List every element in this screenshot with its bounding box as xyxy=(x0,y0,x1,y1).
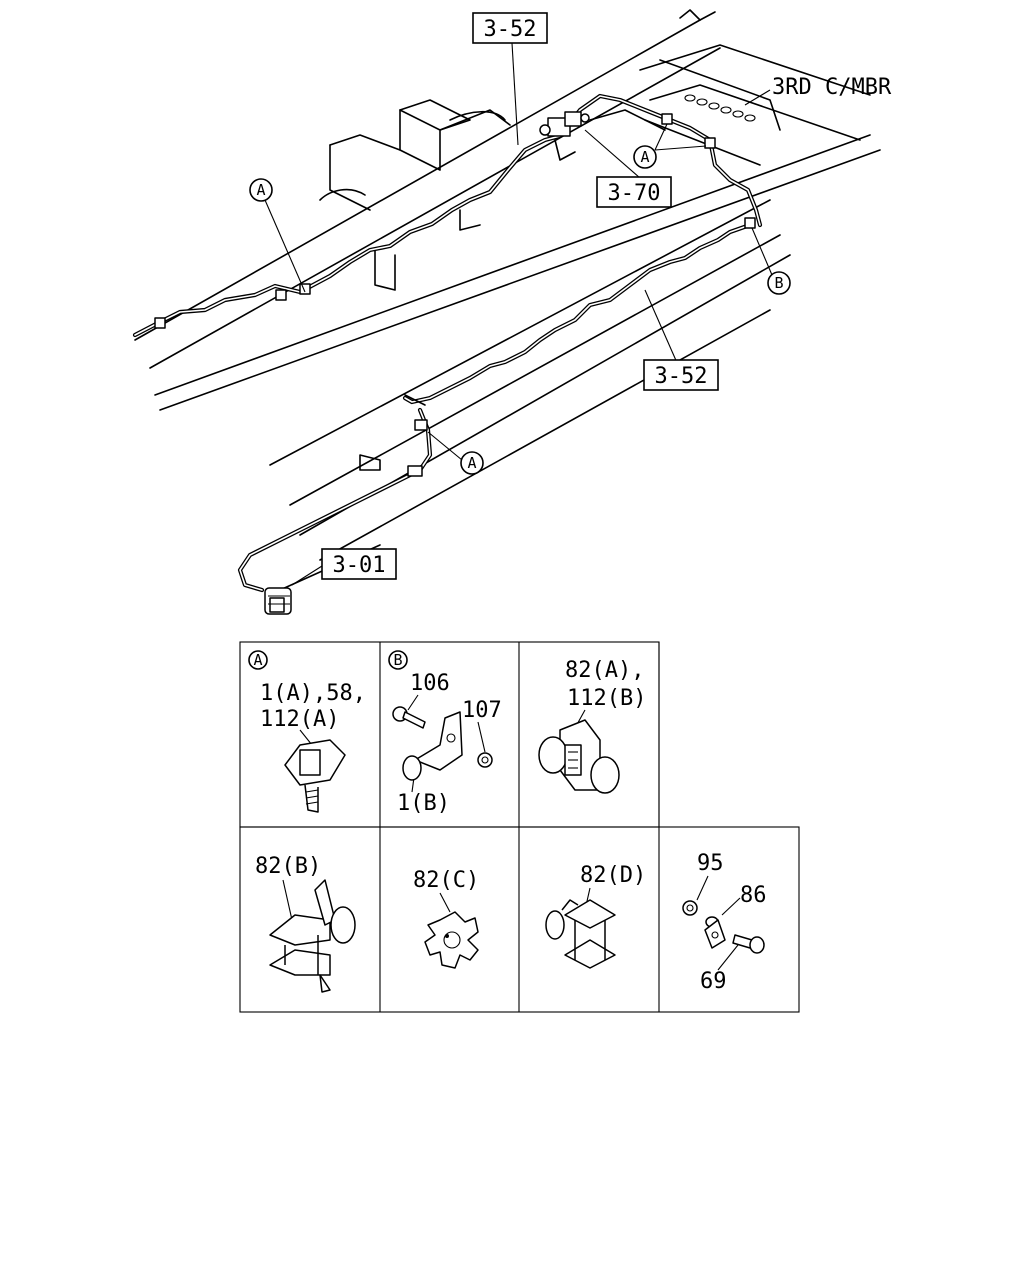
star-clip-icon xyxy=(424,911,479,969)
detail-panel-grid xyxy=(239,641,800,1013)
part-label: 112(B) xyxy=(567,686,646,711)
cross-member-holes xyxy=(684,94,756,122)
detail-panel-a: A 1(A),58, 112(A) xyxy=(248,650,366,813)
brake-pipe-upper xyxy=(132,93,763,338)
leader-lines xyxy=(264,42,773,586)
ref-box-3-52-bottom: 3-52 xyxy=(643,359,719,391)
callout-letter: A xyxy=(640,148,649,166)
callout-letter: A xyxy=(256,181,265,199)
member-label: 3RD C/MBR xyxy=(772,75,892,100)
callout-a-left: A xyxy=(249,178,273,202)
ref-label: 3-52 xyxy=(484,17,537,42)
detail-panel-hardware: 95 86 69 xyxy=(682,851,767,994)
part-label: 69 xyxy=(700,969,727,994)
part-label: 1(B) xyxy=(397,791,450,816)
callout-letter: A xyxy=(467,454,476,472)
part-label: 112(A) xyxy=(260,707,339,732)
frame-clip-icon xyxy=(269,879,356,993)
part-label: 82(D) xyxy=(580,863,646,888)
part-label: 82(A), xyxy=(565,658,644,683)
chassis-frame xyxy=(134,9,881,591)
bracket-bolt-icon xyxy=(392,706,493,781)
brake-hose-fitting xyxy=(264,587,292,615)
detail-panel-82d: 82(D) xyxy=(545,863,646,969)
ref-label: 3-01 xyxy=(333,553,386,578)
part-label: 82(B) xyxy=(255,854,321,879)
panel-tag: A xyxy=(253,651,262,669)
part-label: 1(A),58, xyxy=(260,681,366,706)
ref-box-3-70: 3-70 xyxy=(596,176,672,208)
part-label: 82(C) xyxy=(413,868,479,893)
tank-block xyxy=(319,99,511,291)
detail-panel-82b: 82(B) xyxy=(255,854,356,993)
callout-b: B xyxy=(767,271,791,295)
pipe-clips xyxy=(154,113,756,477)
ref-label: 3-52 xyxy=(655,364,708,389)
panel-tag: B xyxy=(393,651,402,669)
ref-box-3-01: 3-01 xyxy=(321,548,397,580)
pipe-clamp-icon xyxy=(545,899,616,969)
callout-letter: B xyxy=(774,274,783,292)
brake-pipe-lower xyxy=(237,222,753,593)
part-label: 106 xyxy=(410,671,450,696)
detail-panel-82a: 82(A), 112(B) xyxy=(538,658,646,794)
callout-a-middle: A xyxy=(633,145,657,169)
ref-label: 3-70 xyxy=(608,181,661,206)
callout-a-lower: A xyxy=(460,451,484,475)
double-clip-icon xyxy=(538,719,620,794)
part-label: 95 xyxy=(697,851,724,876)
ref-box-3-52-top: 3-52 xyxy=(472,12,548,44)
detail-panel-b: B 106 107 1(B) xyxy=(388,650,502,816)
part-label: 107 xyxy=(462,698,502,723)
valve-cluster xyxy=(539,109,666,161)
part-label: 86 xyxy=(740,883,767,908)
nut-washer-bolt-icon xyxy=(682,900,765,954)
clip-bolt-icon xyxy=(284,739,346,813)
detail-panel-82c: 82(C) xyxy=(413,868,479,969)
